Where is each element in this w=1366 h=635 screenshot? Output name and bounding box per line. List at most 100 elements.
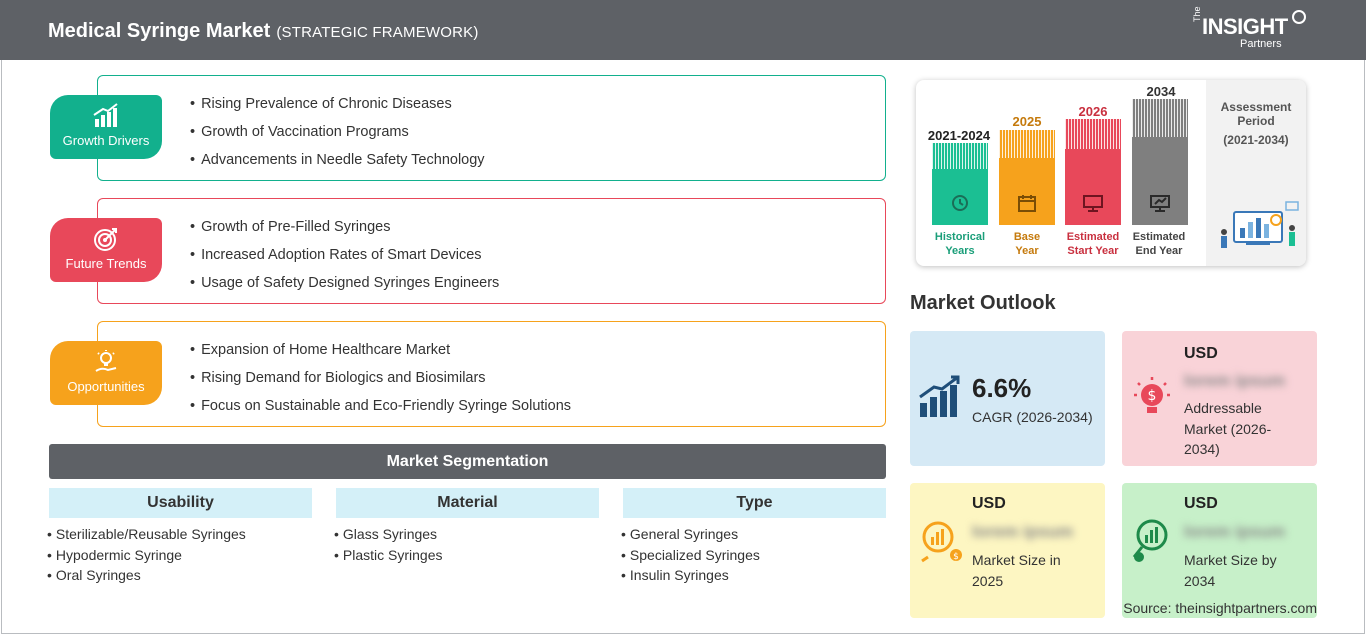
timeline-year-base-text: 2025 bbox=[1012, 114, 1042, 129]
growth-drivers-card: Rising Prevalence of Chronic Diseases Gr… bbox=[97, 75, 886, 181]
future-trends-badge: Future Trends bbox=[50, 218, 162, 282]
segment-list-usability: Sterilizable/Reusable Syringes Hypodermi… bbox=[47, 524, 246, 586]
logo-ring-icon bbox=[1292, 10, 1306, 24]
market-size-2025-currency: USD bbox=[972, 495, 1006, 512]
timeline-label-historical-1: Historical bbox=[934, 231, 986, 243]
list-item: Insulin Syringes bbox=[621, 565, 760, 586]
assessment-period: (2021-2034) bbox=[1223, 133, 1289, 147]
rising-bars-icon bbox=[919, 375, 960, 417]
logo-insight: INSIGHT bbox=[1202, 14, 1288, 39]
list-item: Focus on Sustainable and Eco-Friendly Sy… bbox=[190, 396, 571, 424]
list-item: Sterilizable/Reusable Syringes bbox=[47, 524, 246, 545]
segment-heading-material: Material bbox=[336, 488, 599, 518]
growth-drivers-list: Rising Prevalence of Chronic Diseases Gr… bbox=[190, 94, 485, 178]
opportunities-badge: Opportunities bbox=[50, 341, 162, 405]
timeline-year-end-text: 2034 bbox=[1146, 84, 1176, 99]
title-text: Medical Syringe Market bbox=[48, 20, 271, 42]
list-item: Usage of Safety Designed Syringes Engine… bbox=[190, 273, 499, 301]
future-trends-label: Future Trends bbox=[65, 256, 147, 271]
addressable-label: Addressable Market (2026-2034) bbox=[1184, 400, 1272, 457]
timeline-label-start: Estimated Start Year bbox=[1053, 230, 1133, 258]
logo-the: The bbox=[1192, 6, 1202, 22]
header-bar: Medical Syringe Market (STRATEGIC FRAMEWO… bbox=[0, 0, 1366, 60]
segment-heading-usability: Usability bbox=[49, 488, 312, 518]
end-presentation-icon bbox=[1150, 195, 1170, 212]
market-size-2034-currency: USD bbox=[1184, 495, 1218, 512]
timeline-year-start-text: 2026 bbox=[1078, 104, 1108, 119]
market-size-2034-label: Market Size by 2034 bbox=[1184, 552, 1277, 589]
timeline-label-start-1: Estimated bbox=[1066, 231, 1120, 243]
timeline-stripe-base bbox=[999, 130, 1055, 158]
opportunities-label: Opportunities bbox=[67, 379, 145, 394]
market-outlook-title: Market Outlook bbox=[910, 292, 1056, 314]
list-item: Rising Prevalence of Chronic Diseases bbox=[190, 94, 485, 122]
target-icon bbox=[94, 228, 117, 251]
list-item: General Syringes bbox=[621, 524, 760, 545]
calendar-icon bbox=[1018, 195, 1036, 212]
segment-list-material: Glass Syringes Plastic Syringes bbox=[334, 524, 443, 565]
list-item: Rising Demand for Biologics and Biosimil… bbox=[190, 368, 571, 396]
opportunities-list: Expansion of Home Healthcare Market Risi… bbox=[190, 340, 571, 424]
source-text: Source: theinsightpartners.com bbox=[1123, 600, 1317, 616]
insight-partners-logo: The INSIGHT Partners bbox=[1188, 6, 1308, 54]
future-trends-card: Growth of Pre-Filled Syringes Increased … bbox=[97, 198, 886, 304]
timeline-label-historical: Historical Years bbox=[920, 230, 1000, 258]
list-item: Hypodermic Syringe bbox=[47, 545, 246, 566]
list-item: Glass Syringes bbox=[334, 524, 443, 545]
timeline-label-start-2: Start Year bbox=[1067, 245, 1119, 257]
market-size-2025-label: Market Size in 2025 bbox=[972, 552, 1061, 589]
timeline-year-base: 2025 bbox=[987, 114, 1067, 129]
timeline-label-end-2: End Year bbox=[1135, 245, 1183, 257]
timeline-label-historical-2: Years bbox=[945, 245, 975, 257]
start-presentation-icon bbox=[1083, 195, 1103, 212]
cagr-label: CAGR (2026-2034) bbox=[972, 409, 1093, 425]
cagr-box: 6.6% CAGR (2026-2034) bbox=[910, 331, 1105, 466]
content-frame bbox=[1, 60, 1365, 634]
market-size-2025-box: $ USD lorem ipsum Market Size in 2025 bbox=[910, 483, 1105, 618]
dollar-bulb-icon: $ bbox=[1134, 377, 1170, 413]
history-icon bbox=[952, 195, 968, 211]
timeline-label-base-1: Base bbox=[1013, 231, 1041, 243]
assessment-period-panel: Assessment Period (2021-2034) bbox=[1206, 80, 1306, 266]
addressable-currency: USD bbox=[1184, 345, 1218, 362]
lightbulb-hand-icon bbox=[95, 350, 117, 372]
list-item: Growth of Vaccination Programs bbox=[190, 122, 485, 150]
market-size-2025-value-blurred: lorem ipsum bbox=[972, 522, 1074, 541]
growth-chart-icon bbox=[93, 103, 118, 127]
segment-heading-type: Type bbox=[623, 488, 886, 518]
list-item: Specialized Syringes bbox=[621, 545, 760, 566]
list-item: Oral Syringes bbox=[47, 565, 246, 586]
timeline-year-end: 2034 bbox=[1121, 84, 1201, 99]
title-subtitle: (STRATEGIC FRAMEWORK) bbox=[276, 24, 479, 41]
timeline-stripe-start bbox=[1065, 119, 1121, 149]
list-item: Increased Adoption Rates of Smart Device… bbox=[190, 245, 499, 273]
list-item: Growth of Pre-Filled Syringes bbox=[190, 217, 499, 245]
magnifier-growth-icon bbox=[1132, 519, 1168, 562]
magnifier-chart-icon: $ bbox=[921, 521, 962, 563]
list-item: Advancements in Needle Safety Technology bbox=[190, 150, 484, 178]
timeline-year-historical-text: 2021-2024 bbox=[927, 128, 991, 143]
timeline-stripe-end bbox=[1132, 99, 1188, 137]
growth-drivers-badge: Growth Drivers bbox=[50, 95, 162, 159]
list-item: Plastic Syringes bbox=[334, 545, 443, 566]
svg-text:$: $ bbox=[953, 552, 959, 562]
growth-drivers-label: Growth Drivers bbox=[62, 133, 150, 148]
timeline-label-base-2: Year bbox=[1015, 245, 1039, 257]
market-size-2034-box: USD lorem ipsum Market Size by 2034 bbox=[1122, 483, 1317, 618]
svg-text:$: $ bbox=[1148, 388, 1157, 404]
assessment-title: Assessment Period bbox=[1206, 100, 1306, 128]
timeline-stripe-historical bbox=[932, 143, 988, 169]
list-item: Expansion of Home Healthcare Market bbox=[190, 340, 571, 368]
cagr-value: 6.6% bbox=[972, 373, 1032, 403]
addressable-market-box: $ USD lorem ipsum Addressable Market (20… bbox=[1122, 331, 1317, 466]
segment-list-type: General Syringes Specialized Syringes In… bbox=[621, 524, 760, 586]
segmentation-title-bar: Market Segmentation bbox=[49, 444, 886, 479]
opportunities-card: Expansion of Home Healthcare Market Risi… bbox=[97, 321, 886, 427]
addressable-value-blurred: lorem ipsum bbox=[1184, 371, 1286, 390]
timeline-label-base: Base Year bbox=[987, 230, 1067, 258]
timeline-label-end: Estimated End Year bbox=[1119, 230, 1199, 258]
assessment-title-line-2: Period bbox=[1237, 114, 1275, 128]
timeline-year-start: 2026 bbox=[1053, 104, 1133, 119]
assessment-title-line-1: Assessment bbox=[1220, 100, 1292, 114]
analytics-illustration-icon bbox=[1221, 201, 1299, 248]
